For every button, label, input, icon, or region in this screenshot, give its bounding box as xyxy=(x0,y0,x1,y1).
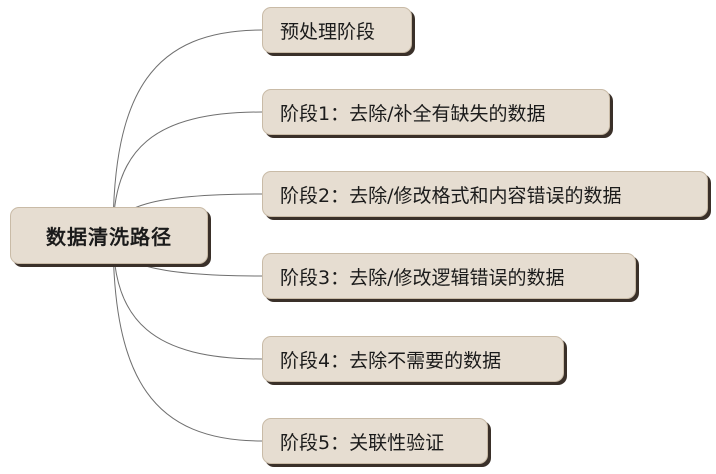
connector-line-0 xyxy=(112,29,263,236)
stage-node-4: 阶段4：去除不需要的数据 xyxy=(262,336,564,382)
stage-node-3: 阶段3：去除/修改逻辑错误的数据 xyxy=(262,253,636,299)
stage-node-label: 阶段1：去除/补全有缺失的数据 xyxy=(280,102,546,125)
stage-node-1: 阶段1：去除/补全有缺失的数据 xyxy=(262,89,610,135)
connector-line-4 xyxy=(112,234,263,360)
connector-line-1 xyxy=(112,111,263,236)
stage-node-label: 阶段4：去除不需要的数据 xyxy=(280,349,502,372)
stage-node-label: 阶段3：去除/修改逻辑错误的数据 xyxy=(280,266,565,289)
stage-node-5: 阶段5：关联性验证 xyxy=(262,418,488,464)
stage-node-2: 阶段2：去除/修改格式和内容错误的数据 xyxy=(262,171,708,217)
connector-line-5 xyxy=(112,234,263,442)
stage-node-label: 预处理阶段 xyxy=(280,20,376,43)
stage-node-label: 阶段5：关联性验证 xyxy=(280,431,445,454)
stage-node-label: 阶段2：去除/修改格式和内容错误的数据 xyxy=(280,184,622,207)
root-node-label: 数据清洗路径 xyxy=(46,225,172,249)
root-node: 数据清洗路径 xyxy=(10,207,208,264)
stage-node-preprocessing: 预处理阶段 xyxy=(262,7,412,53)
